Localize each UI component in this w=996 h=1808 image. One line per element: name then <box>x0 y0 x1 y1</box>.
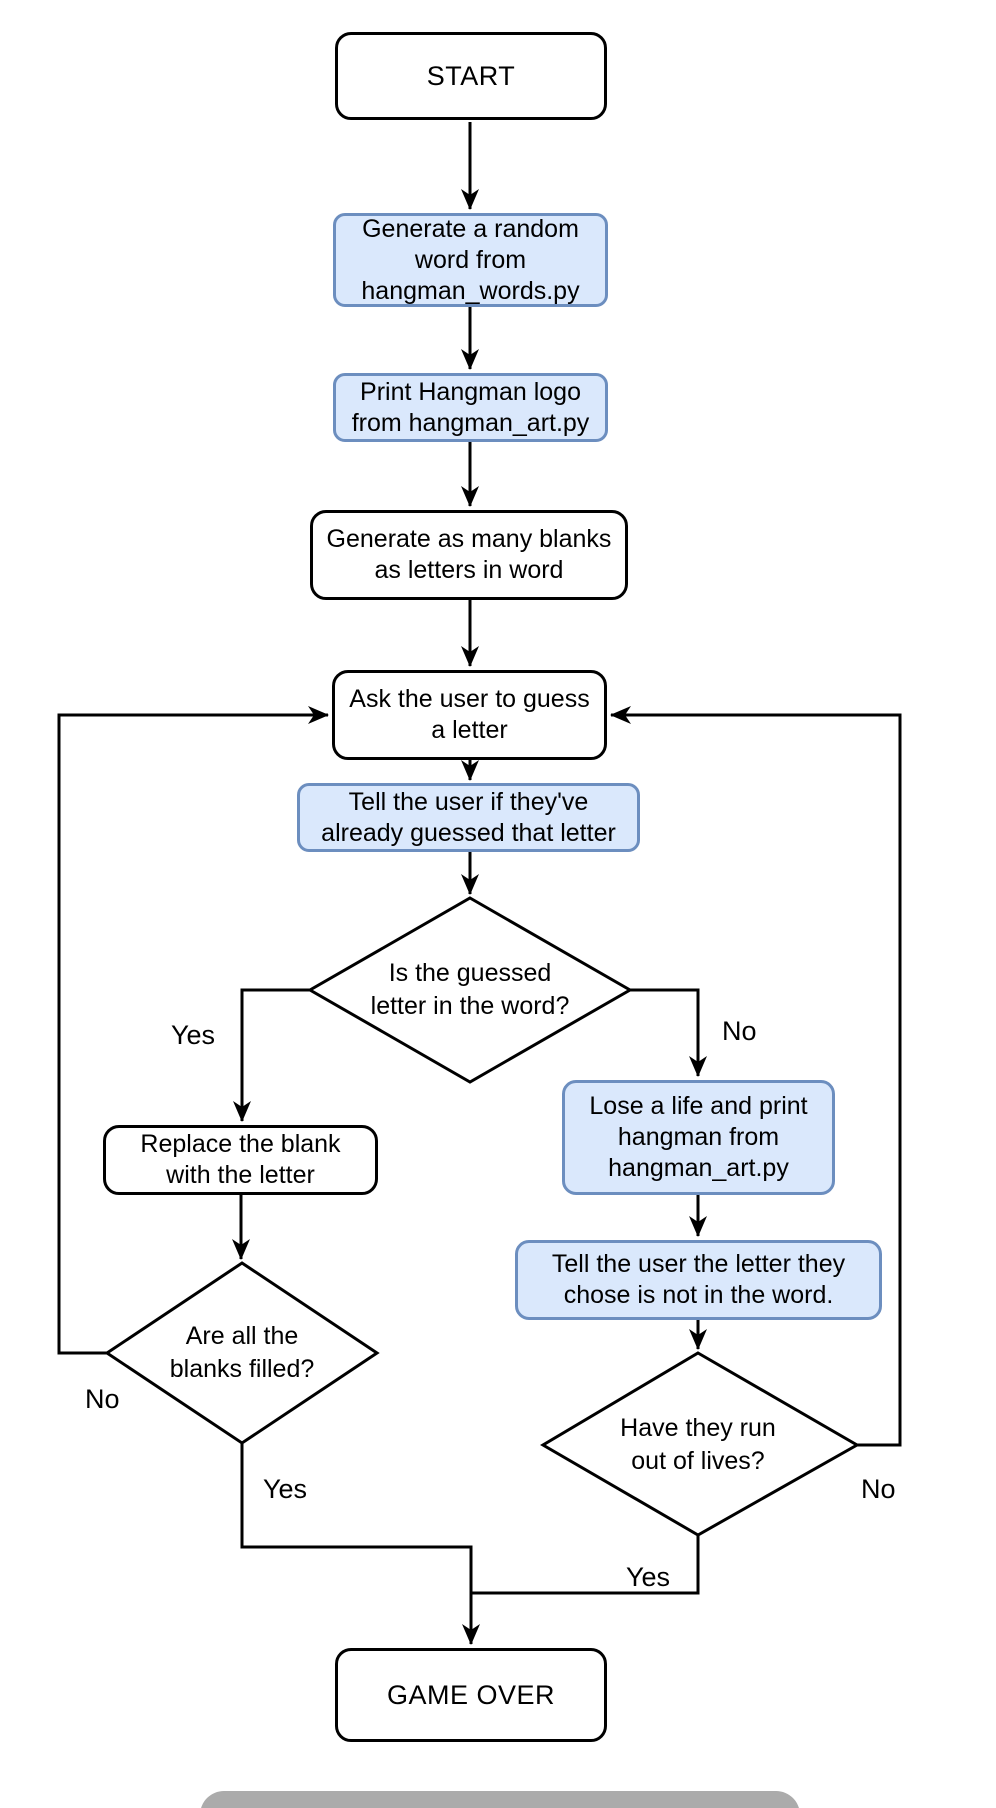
node-tell-not-in-word: Tell the user the letter they chose is n… <box>515 1240 882 1320</box>
node-game-over: GAME OVER <box>335 1648 607 1742</box>
edge-decision3-no-loop <box>610 706 902 1447</box>
decision-blanks-filled-label: Are all the blanks filled? <box>169 1322 315 1383</box>
node-generate-word: Generate a random word from hangman_word… <box>333 213 608 307</box>
edge-label-yes-out-of-lives: Yes <box>626 1562 671 1592</box>
edge-decision1-no <box>630 988 707 1077</box>
node-generate-blanks: Generate as many blanks as letters in wo… <box>310 510 628 600</box>
edge-label-no-letter-in-word: No <box>722 1016 757 1046</box>
node-replace-blank: Replace the blank with the letter <box>103 1125 378 1195</box>
node-print-logo: Print Hangman logo from hangman_art.py <box>333 373 608 442</box>
decision-letter-in-word-label: Is the guessed letter in the word? <box>370 959 570 1020</box>
decision-diamond-letter-in-word <box>306 896 634 1084</box>
node-start: START <box>335 32 607 120</box>
edge-label-yes-blanks-filled: Yes <box>263 1474 308 1504</box>
edge-label-yes-letter-in-word: Yes <box>171 1020 216 1050</box>
edge-decision2-no-loop <box>57 706 329 1355</box>
decision-out-of-lives-label: Have they run out of lives? <box>620 1414 776 1475</box>
edge-decision1-yes <box>233 988 310 1122</box>
node-ask-guess: Ask the user to guess a letter <box>332 670 607 760</box>
edge-decision2-yes <box>240 1443 480 1645</box>
node-lose-life: Lose a life and print hangman from hangm… <box>562 1080 835 1195</box>
decision-diamond-blanks-filled <box>104 1261 380 1445</box>
node-tell-already-guessed: Tell the user if they've already guessed… <box>297 783 640 852</box>
edge-label-no-out-of-lives: No <box>861 1474 896 1504</box>
home-indicator-handle[interactable] <box>200 1791 800 1808</box>
edge-label-no-blanks-filled: No <box>85 1384 120 1414</box>
decision-diamond-out-of-lives <box>540 1351 861 1537</box>
edge-decision3-yes <box>471 1535 700 1595</box>
